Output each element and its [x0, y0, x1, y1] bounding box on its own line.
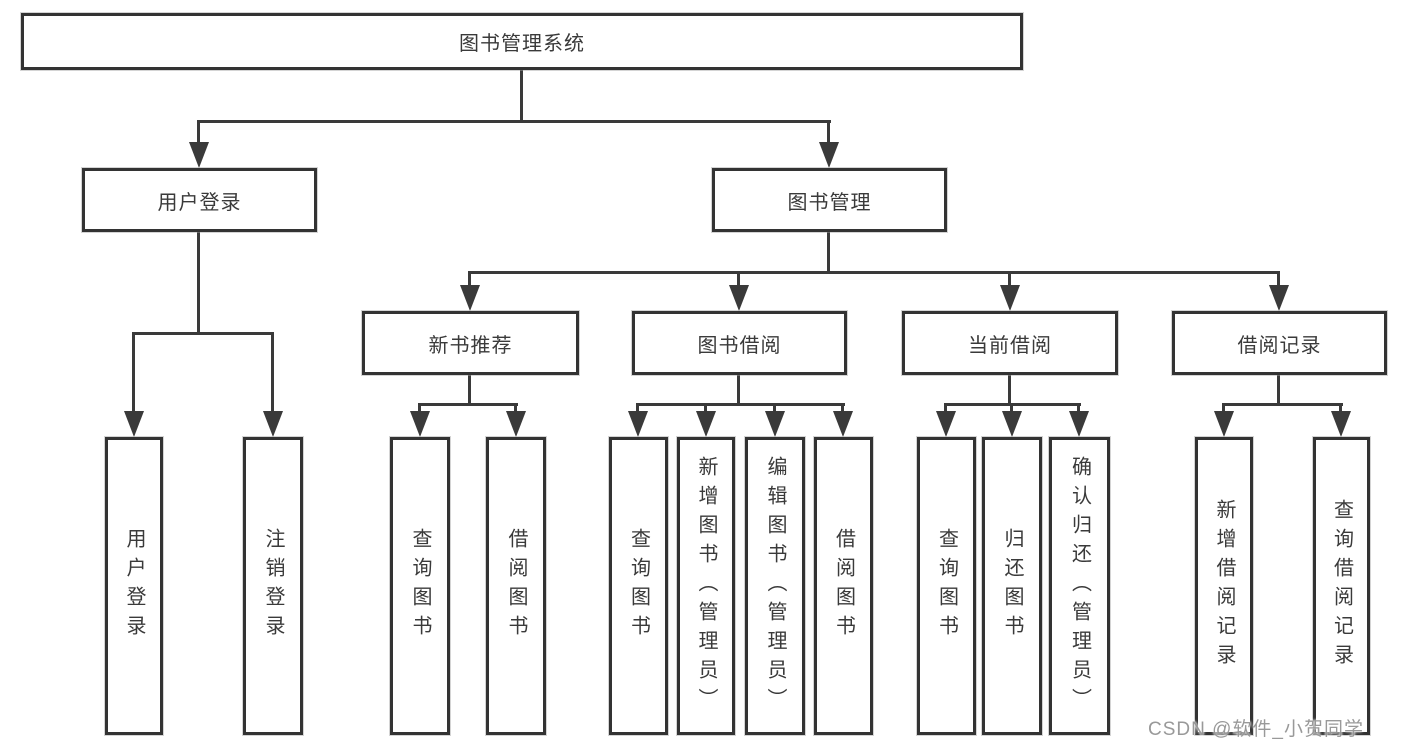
arrowhead-edit-book	[765, 411, 785, 437]
connector-drop-query-current	[944, 403, 947, 415]
leaf-borrow-books-label: 借阅图书	[832, 528, 855, 644]
arrowhead-borrow	[729, 285, 749, 311]
node-book-borrow: 图书借阅	[632, 311, 847, 375]
connector-stem-root	[520, 70, 523, 123]
node-current-borrow: 当前借阅	[902, 311, 1118, 375]
leaf-add-borrow-record-label: 新增借阅记录	[1213, 499, 1235, 673]
connector-drop-query-borrow	[636, 403, 639, 415]
leaf-return-books: 归还图书	[982, 437, 1042, 735]
leaf-borrow-books: 借阅图书	[814, 437, 873, 735]
leaf-add-book-admin-label: 新增图书（管理员）	[695, 455, 717, 717]
leaf-return-books-label: 归还图书	[1001, 528, 1023, 644]
leaf-query-borrow-record: 查询借阅记录	[1313, 437, 1370, 735]
leaf-query-books-recommend: 查询图书	[390, 437, 450, 735]
connector-drop-current	[1008, 271, 1011, 291]
arrowhead-query-record	[1331, 411, 1351, 437]
arrowhead-user-login	[189, 142, 209, 168]
arrowhead-add-record	[1214, 411, 1234, 437]
connector-drop-add-record	[1222, 403, 1225, 415]
connector-drop-borrow-book	[841, 403, 844, 415]
arrowhead-leaf-logout	[263, 411, 283, 437]
connector-bus-user-login	[132, 332, 274, 335]
node-new-book-recommend: 新书推荐	[362, 311, 579, 375]
arrowhead-query-borrow	[628, 411, 648, 437]
leaf-confirm-return-admin: 确认归还（管理员）	[1049, 437, 1110, 735]
connector-bus-book-management	[468, 271, 1280, 274]
connector-bus-records	[1222, 403, 1343, 406]
node-library-management-system: 图书管理系统	[21, 13, 1023, 70]
connector-bus-borrow	[636, 403, 845, 406]
leaf-borrow-books-recommend-label: 借阅图书	[505, 528, 527, 644]
node-borrow-records: 借阅记录	[1172, 311, 1387, 375]
leaf-query-borrow-record-label: 查询借阅记录	[1330, 499, 1353, 673]
arrowhead-return-books	[1002, 411, 1022, 437]
connector-drop-edit-book	[773, 403, 776, 415]
connector-stem-user-login	[197, 232, 200, 335]
arrowhead-leaf-user-login	[124, 411, 144, 437]
leaf-user-login-label: 用户登录	[123, 528, 145, 644]
connector-drop-leaf-user-login	[132, 332, 135, 414]
node-book-management: 图书管理	[712, 168, 947, 232]
arrowhead-book-management	[819, 142, 839, 168]
connector-drop-add-book	[704, 403, 707, 415]
arrowhead-query-recommend	[410, 411, 430, 437]
leaf-logout-label: 注销登录	[262, 528, 284, 644]
arrowhead-recommend	[460, 285, 480, 311]
arrowhead-borrow-recommend	[506, 411, 526, 437]
leaf-query-books-current-label: 查询图书	[935, 528, 958, 644]
arrowhead-current	[1000, 285, 1020, 311]
connector-drop-return-books	[1010, 403, 1013, 415]
leaf-query-books-borrow: 查询图书	[609, 437, 668, 735]
leaf-query-books-current: 查询图书	[917, 437, 976, 735]
leaf-add-borrow-record: 新增借阅记录	[1195, 437, 1253, 735]
connector-drop-confirm-return	[1077, 403, 1080, 415]
leaf-query-books-borrow-label: 查询图书	[627, 528, 650, 644]
leaf-borrow-books-recommend: 借阅图书	[486, 437, 546, 735]
connector-drop-user-login	[197, 120, 200, 146]
arrowhead-confirm-return	[1069, 411, 1089, 437]
connector-stem-recommend	[468, 375, 471, 406]
connector-stem-records	[1277, 375, 1280, 406]
connector-drop-query-record	[1339, 403, 1342, 415]
arrowhead-add-book	[696, 411, 716, 437]
connector-stem-borrow	[737, 375, 740, 406]
connector-drop-recommend	[468, 271, 471, 291]
connector-drop-query-recommend	[418, 403, 421, 415]
arrowhead-query-current	[936, 411, 956, 437]
leaf-logout: 注销登录	[243, 437, 303, 735]
node-user-login: 用户登录	[82, 168, 317, 232]
leaf-edit-book-admin-label: 编辑图书（管理员）	[764, 455, 786, 717]
connector-drop-borrow-recommend	[514, 403, 517, 415]
leaf-add-book-admin: 新增图书（管理员）	[677, 437, 735, 735]
connector-drop-borrow	[737, 271, 740, 291]
connector-bus-recommend	[418, 403, 518, 406]
arrowhead-borrow-book	[833, 411, 853, 437]
connector-stem-current	[1008, 375, 1011, 406]
connector-stem-book-management	[827, 232, 830, 274]
arrowhead-records	[1269, 285, 1289, 311]
connector-drop-records	[1277, 271, 1280, 291]
connector-bus-root	[197, 120, 831, 123]
connector-drop-leaf-logout	[271, 332, 274, 414]
watermark: CSDN @软件_小贺同学	[1148, 719, 1364, 740]
leaf-edit-book-admin: 编辑图书（管理员）	[745, 437, 805, 735]
leaf-user-login: 用户登录	[105, 437, 163, 735]
leaf-confirm-return-admin-label: 确认归还（管理员）	[1068, 455, 1091, 717]
connector-drop-book-management	[827, 120, 830, 146]
leaf-query-books-recommend-label: 查询图书	[409, 528, 431, 644]
